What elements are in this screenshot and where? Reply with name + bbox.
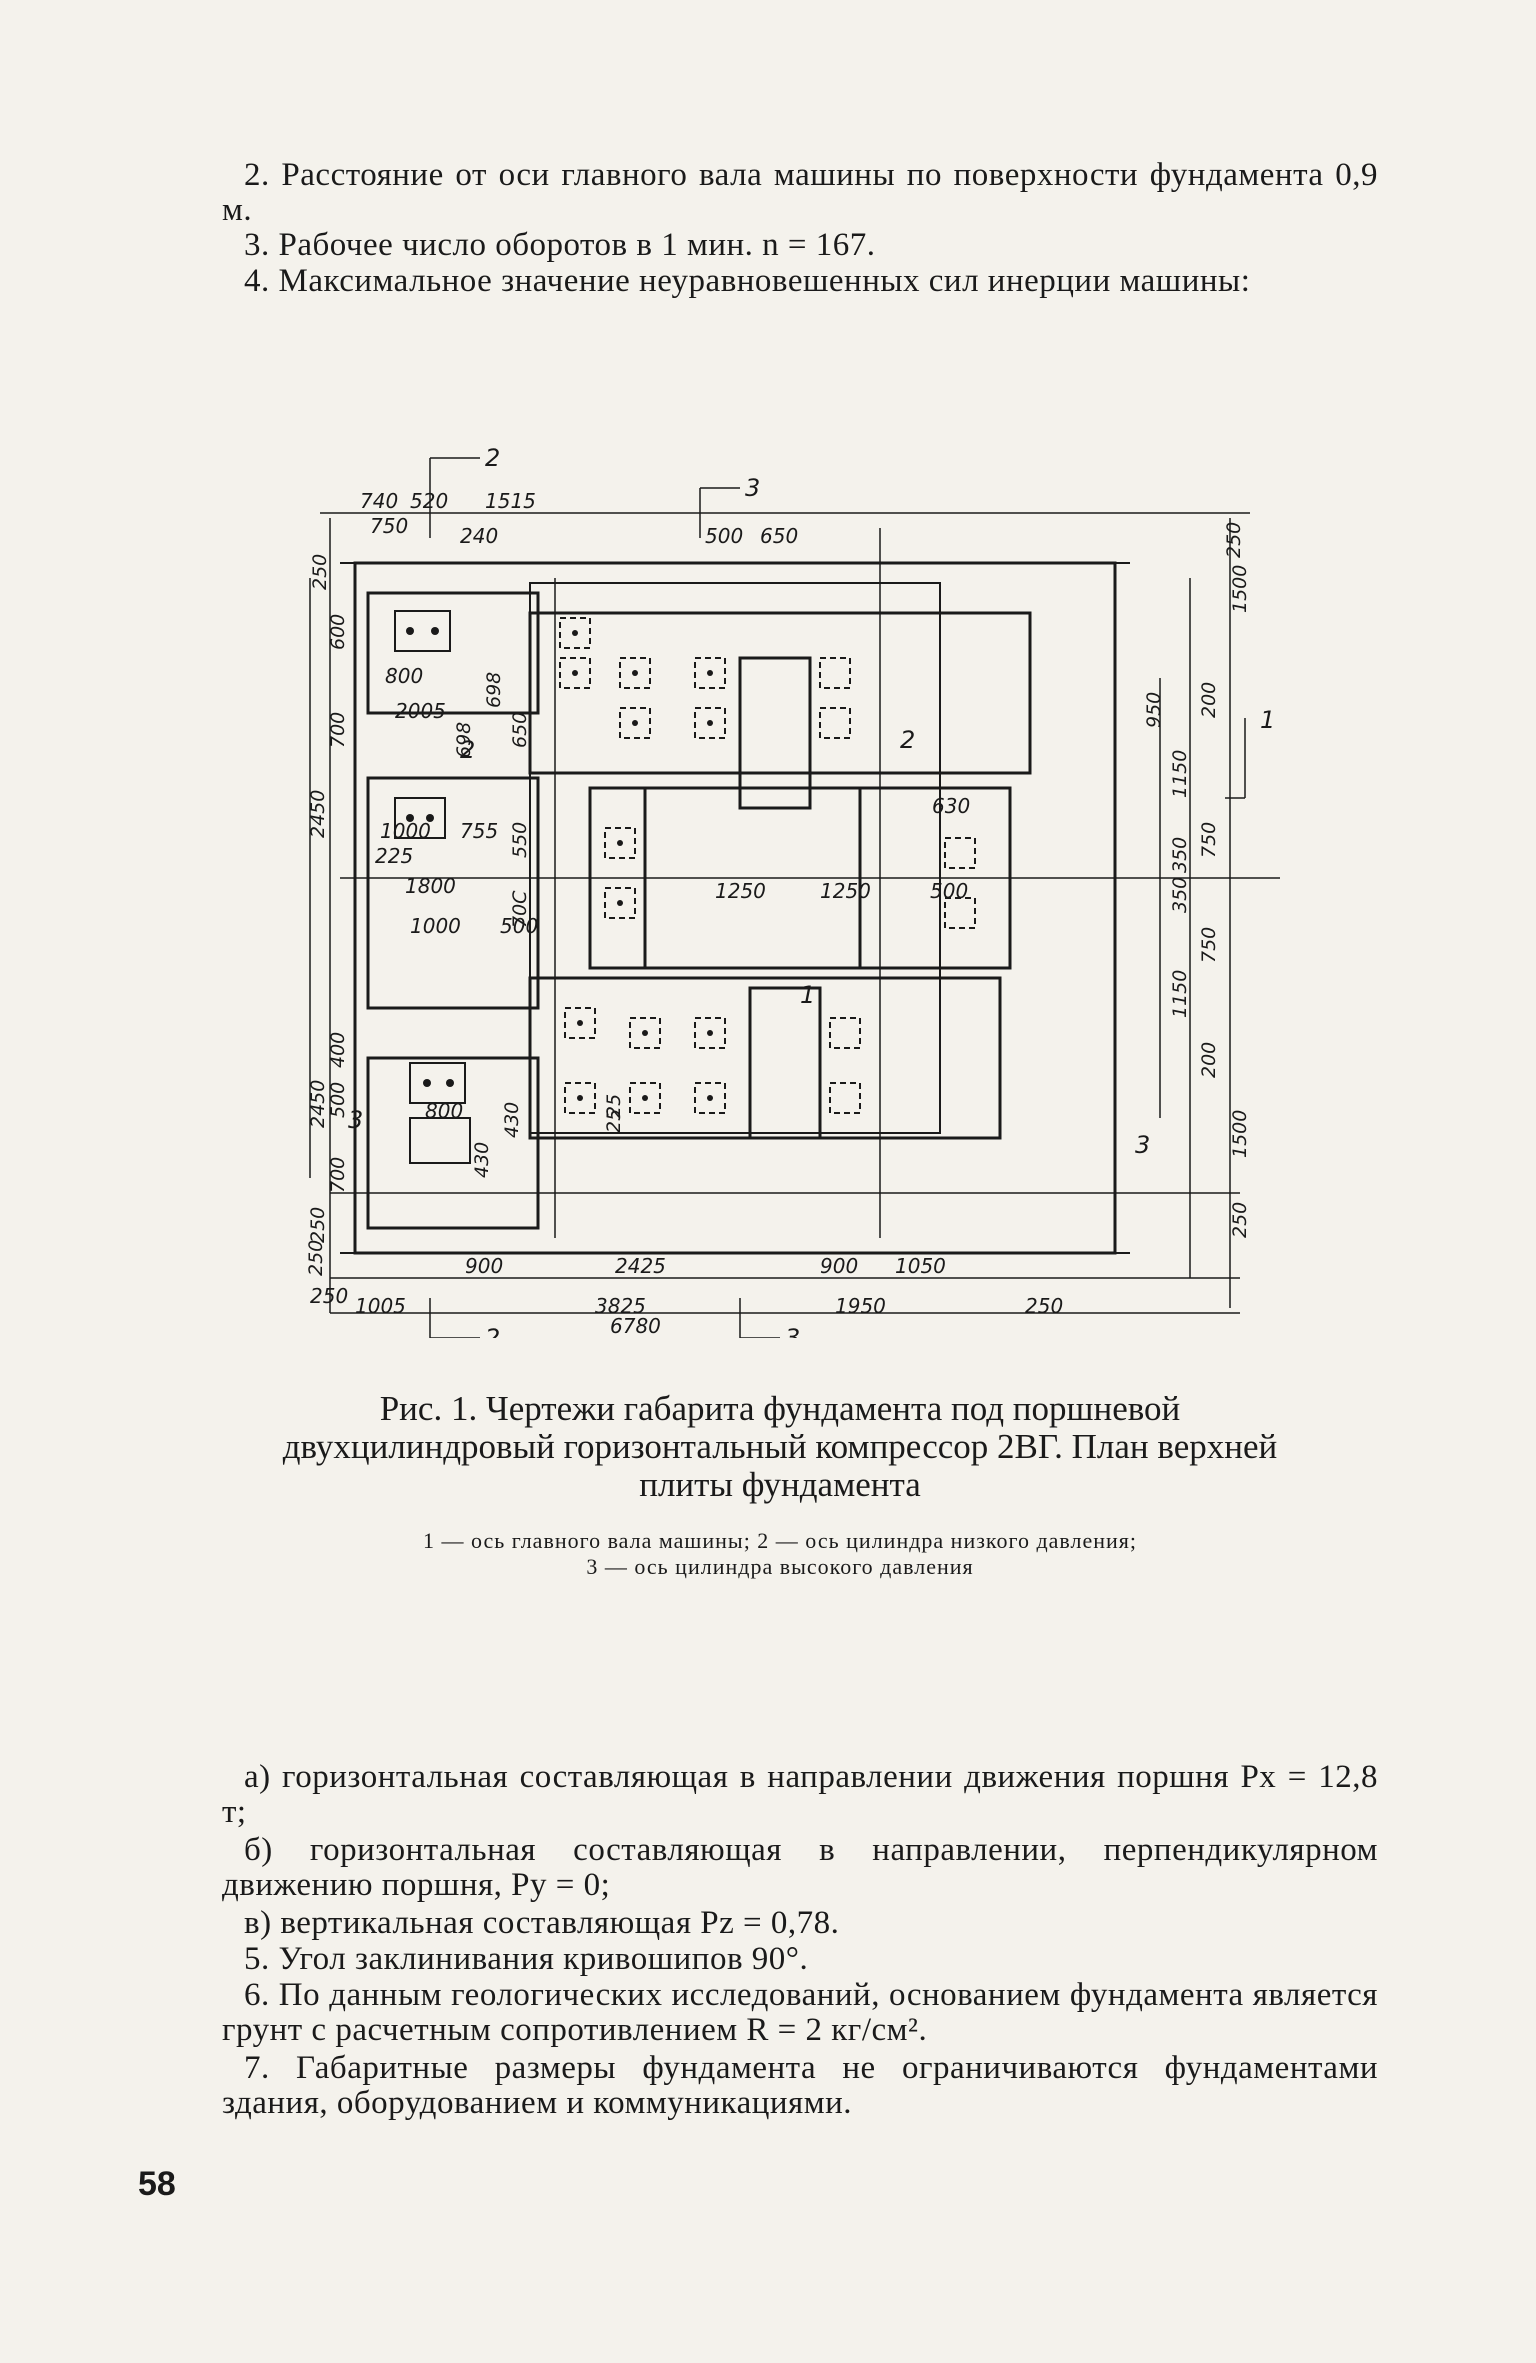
dim-bottom: 900 [820,1254,858,1278]
dim-inner: 70C [509,890,531,928]
section-label-3-bottom: 3 [785,1324,800,1338]
dim-bottom: 2425 [615,1254,666,1278]
dim-top: 240 [460,524,498,548]
left-panel-bottom [366,1056,540,1230]
dim-right: 1150 [1169,970,1191,1018]
dim-bottom: 250 [305,1240,327,1276]
upper-block [528,611,1032,775]
dim-right: 1150 [1169,750,1191,798]
dim-inner: 225 [375,844,413,868]
dim-inner: 1250 [820,879,871,903]
dim-inner: 500 [500,914,538,938]
dim-inner: 25 [603,1109,625,1133]
dim-right: 1500 [1229,565,1251,613]
dim-right: 200 [1198,682,1220,718]
item-b: б) горизонтальная составляющая в направл… [222,1832,1378,1903]
item-a: а) горизонтальная составляющая в направл… [222,1759,1378,1830]
dim-inner: 550 [509,822,531,858]
dim-bottom: 6780 [610,1314,661,1338]
dim-left: 400 [327,1032,349,1068]
dim-top: 250 [1223,522,1245,558]
dim-bottom: 250 [1025,1294,1063,1318]
dim-inner: 698 [483,672,505,708]
left-panel-top [366,591,540,715]
dim-inner: 430 [501,1102,523,1138]
callout-3: 3 [348,1106,363,1134]
dim-inner: 1000 [380,819,431,843]
dim-inner: 650 [509,712,531,748]
figure-caption: Рис. 1. Чертежи габарита фундамента под … [282,1389,1278,1504]
callout-3: 3 [1135,1131,1150,1159]
dim-top: 1515 [485,489,536,513]
dim-left: 250 [307,1207,329,1243]
dim-inner: 1000 [410,914,461,938]
dim-top: 740 [360,489,398,513]
paragraph-3: 3. Рабочее число оборотов в 1 мин. n = 1… [244,227,876,263]
dim-inner: 800 [425,1099,463,1123]
dim-bottom: 1005 [355,1294,406,1318]
dim-right: 350 [1169,877,1191,913]
figure-legend-line-2: 3 — ось цилиндра высокого давления [586,1554,974,1579]
figure-legend-line-1: 1 — ось главного вала машины; 2 — ось ци… [422,1528,1138,1553]
dim-top: 750 [370,514,408,538]
dim-right: 350 [1169,837,1191,873]
dim-left: 250 [309,554,331,590]
dim-inner: 500 [930,879,968,903]
paragraph-2: 2. Расстояние от оси главного вала машин… [222,157,1378,228]
dim-left: 2450 [307,790,329,838]
dim-bottom: 250 [310,1284,348,1308]
section-label-2-top: 2 [485,444,500,472]
dim-right: 750 [1198,927,1220,963]
dim-left: 500 [327,1082,349,1118]
item-v: в) вертикальная составляющая Pz = 0,78. [244,1905,840,1941]
dim-left: 700 [327,1157,349,1193]
section-label-3-top: 3 [745,474,760,502]
dim-top: 650 [760,524,798,548]
dim-left: 600 [327,614,349,650]
paragraph-6: 6. По данным геологических исследований,… [222,1977,1378,2048]
page-number: 58 [138,2165,176,2203]
dim-bottom: 3825 [595,1294,646,1318]
dim-inner: 755 [460,819,498,843]
section-label-2-bottom: 2 [485,1324,500,1338]
dim-right: 950 [1143,692,1165,728]
dim-right: 200 [1198,1042,1220,1078]
dim-inner: 698 [453,722,475,758]
dim-inner: 430 [471,1142,493,1178]
dim-top: 520 [410,489,448,513]
dim-inner: 630 [932,794,970,818]
callout-1: 1 [800,981,815,1009]
callout-2: 2 [900,726,915,754]
dim-inner: 2005 [395,699,446,723]
dim-right: 1500 [1229,1110,1251,1158]
dim-bottom: 1950 [835,1294,886,1318]
dim-left: 700 [327,712,349,748]
dim-right: 250 [1229,1202,1251,1238]
dim-right: 750 [1198,822,1220,858]
dim-inner: 25 [603,1094,625,1118]
paragraph-5: 5. Угол заклинивания кривошипов 90°. [244,1941,809,1977]
dim-inner: 1800 [405,874,456,898]
dim-top: 500 [705,524,743,548]
paragraph-4: 4. Максимальное значение неуравновешенны… [244,263,1251,299]
paragraph-7: 7. Габаритные размеры фундамента не огра… [222,2050,1378,2121]
dim-left: 2450 [307,1080,329,1128]
dim-inner: 800 [385,664,423,688]
lower-block [528,976,1002,1140]
dim-inner: 1250 [715,879,766,903]
foundation-plan-drawing: 2 3 2 3 1 740 520 1515 750 240 500 650 2… [289,418,1300,1352]
section-label-1-right: 1 [1260,706,1275,734]
dim-bottom: 1050 [895,1254,946,1278]
callout-2: 2 [460,736,475,764]
dim-bottom: 900 [465,1254,503,1278]
left-panel-mid [366,776,540,1010]
